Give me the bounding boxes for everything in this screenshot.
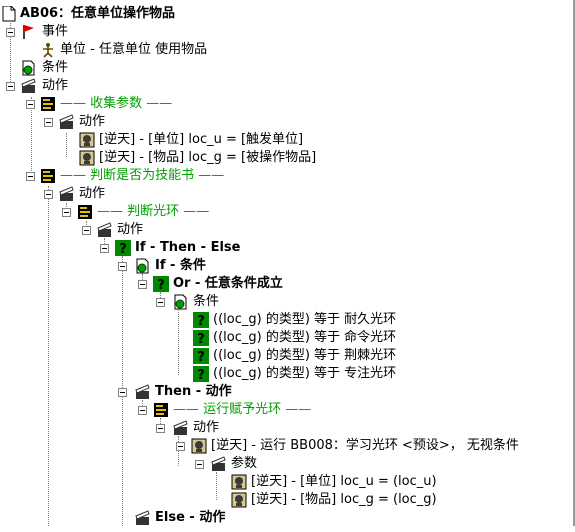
svg-text:?: ? — [197, 368, 205, 382]
actions-label: 动作 — [42, 78, 69, 93]
tree-line — [10, 23, 11, 88]
set-u-label: [逆天] - [单位] loc_u = [触发单位] — [99, 132, 304, 147]
comment-aura-label: —— 判断光环 —— — [97, 204, 210, 219]
events-label: 事件 — [42, 24, 69, 39]
question-icon: ? — [193, 348, 209, 365]
root-label: AB06：任意单位操作物品 — [20, 6, 176, 21]
question-icon: ? — [153, 276, 169, 293]
cond-1-label: ((loc_g) 的类型) 等于 耐久光环 — [213, 312, 397, 327]
collapse-toggle[interactable] — [138, 280, 147, 289]
collapse-toggle[interactable] — [100, 244, 109, 253]
svg-text:?: ? — [197, 350, 205, 364]
params-label: 参数 — [231, 456, 258, 471]
tree-line — [178, 310, 179, 375]
collapse-toggle[interactable] — [62, 208, 71, 217]
clapperboard-icon — [59, 186, 75, 202]
event-item-label: 单位 - 任意单位 使用物品 — [60, 42, 208, 57]
collapse-toggle[interactable] — [26, 172, 35, 181]
aura-actions-label: 动作 — [117, 222, 144, 237]
clapperboard-icon — [21, 78, 37, 94]
run-call-label: [逆天] - 运行 BB008：学习光环 <预设>， 无视条件 — [211, 438, 519, 453]
set-g-label: [逆天] - [物品] loc_g = [被操作物品] — [99, 150, 317, 165]
clapperboard-icon — [211, 456, 227, 472]
tree-line — [216, 472, 217, 500]
cond-4-label: ((loc_g) 的类型) 等于 专注光环 — [213, 366, 397, 381]
tree-line — [48, 186, 49, 526]
collapse-toggle[interactable] — [156, 298, 165, 307]
custom-script-icon — [191, 438, 207, 454]
collapse-toggle[interactable] — [138, 406, 147, 415]
question-icon: ? — [193, 330, 209, 347]
cond-3-label: ((loc_g) 的类型) 等于 荆棘光环 — [213, 348, 397, 363]
conditions-label: 条件 — [42, 60, 69, 75]
or-cond-label: Or - 任意条件成立 — [173, 276, 283, 291]
tree-line — [178, 436, 179, 466]
collapse-toggle[interactable] — [6, 82, 15, 91]
comment-icon — [153, 402, 169, 418]
skillbook-actions-label: 动作 — [79, 186, 106, 201]
cond-2-label: ((loc_g) 的类型) 等于 命令光环 — [213, 330, 397, 345]
clapperboard-icon — [173, 420, 189, 436]
tree-line — [142, 274, 143, 284]
clapperboard-icon — [135, 384, 151, 400]
or-sub-cond-label: 条件 — [193, 294, 220, 309]
collapse-toggle[interactable] — [82, 226, 91, 235]
if-cond-label: If - 条件 — [155, 258, 206, 273]
tree-line — [31, 97, 32, 177]
svg-text:?: ? — [157, 278, 165, 292]
svg-text:?: ? — [197, 314, 205, 328]
collect-actions-label: 动作 — [79, 114, 106, 129]
else-actions-label: Else - 动作 — [155, 510, 226, 525]
tree-line — [104, 238, 105, 248]
svg-text:?: ? — [197, 332, 205, 346]
collapse-toggle[interactable] — [118, 388, 127, 397]
custom-script-icon — [79, 132, 95, 148]
run-actions-label: 动作 — [193, 420, 220, 435]
clapperboard-icon — [135, 510, 151, 526]
comment-icon — [77, 204, 93, 220]
collapse-toggle[interactable] — [195, 460, 204, 469]
collapse-toggle[interactable] — [118, 262, 127, 271]
collapse-toggle[interactable] — [26, 100, 35, 109]
comment-collect-label: —— 收集参数 —— — [60, 96, 173, 111]
question-icon: ? — [193, 366, 209, 383]
question-icon: ? — [115, 240, 131, 257]
tree-line — [160, 418, 161, 428]
comment-icon — [40, 168, 56, 184]
comment-run-label: —— 运行赋予光环 —— — [173, 402, 312, 417]
comment-skillbook-label: —— 判断是否为技能书 —— — [60, 168, 225, 183]
collapse-toggle[interactable] — [6, 28, 15, 37]
custom-script-icon — [231, 474, 247, 490]
custom-script-icon — [231, 492, 247, 508]
question-icon: ? — [193, 312, 209, 329]
custom-script-icon — [79, 150, 95, 166]
collapse-toggle[interactable] — [176, 442, 185, 451]
clapperboard-icon — [59, 114, 75, 130]
param-g-label: [逆天] - [物品] loc_g = (loc_g) — [251, 492, 437, 507]
clapperboard-icon — [97, 222, 113, 238]
svg-text:?: ? — [119, 242, 127, 256]
collapse-toggle[interactable] — [156, 424, 165, 433]
tree-line — [142, 400, 143, 410]
collapse-toggle[interactable] — [44, 190, 53, 199]
condition-document-icon — [21, 60, 37, 76]
event-flag-icon — [21, 24, 37, 40]
unit-event-icon — [40, 42, 56, 58]
comment-icon — [40, 96, 56, 112]
condition-document-icon — [135, 258, 151, 274]
then-actions-label: Then - 动作 — [155, 384, 232, 399]
condition-document-icon — [173, 294, 189, 310]
tree-line — [66, 133, 67, 157]
param-u-label: [逆天] - [单位] loc_u = (loc_u) — [251, 474, 437, 489]
collapse-toggle[interactable] — [44, 118, 53, 127]
trigger-document-icon — [2, 5, 18, 22]
ifthen-label: If - Then - Else — [135, 240, 241, 255]
tree-line — [160, 292, 161, 302]
